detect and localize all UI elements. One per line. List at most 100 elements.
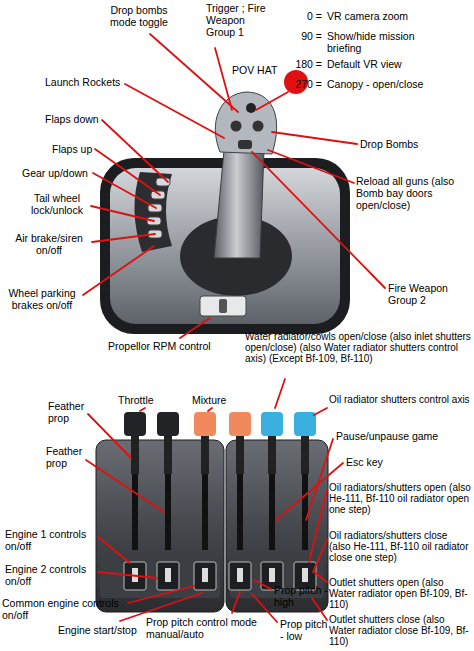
leader-line xyxy=(314,408,327,415)
callout-label: Gear up/down xyxy=(22,167,102,179)
leader-line xyxy=(313,540,327,572)
callout-label: Throttle xyxy=(118,394,178,406)
leader-line xyxy=(180,318,210,338)
leader-line xyxy=(98,572,157,578)
leader-line xyxy=(268,150,354,183)
head-button xyxy=(231,121,242,132)
callout-label: Prop pitch - high xyxy=(274,584,328,608)
rpm-slider xyxy=(200,296,246,316)
callout-label: Engine 2 controls on/off xyxy=(5,563,101,587)
leader-line xyxy=(140,408,145,411)
callout-label: Pause/unpause game xyxy=(336,430,456,442)
slider-knob xyxy=(219,299,227,313)
callout-label: Wheel parking brakes on/off xyxy=(2,287,82,311)
leader-line xyxy=(91,206,154,221)
leader-line xyxy=(306,439,333,520)
leader-line xyxy=(256,92,288,110)
key-number: 0 = xyxy=(286,10,322,22)
switch-toggle xyxy=(165,568,171,582)
stick-shaft xyxy=(214,150,264,258)
callout-label: Launch Rockets xyxy=(45,76,135,88)
leader-line xyxy=(309,490,327,562)
callout-label: Water radiator/cowls open/close (also in… xyxy=(245,331,471,364)
callout-label: Feather prop xyxy=(46,445,88,469)
callout-label: Outlet shutters close (also Water radiat… xyxy=(329,614,471,647)
mixture-handle xyxy=(229,412,251,436)
callout-label: Mixture xyxy=(192,394,252,406)
callout-label: Tail wheel lock/unlock xyxy=(25,192,89,216)
leader-line xyxy=(215,48,232,110)
leader-line xyxy=(92,234,155,242)
callout-label: Fire Weapon Group 2 xyxy=(388,282,460,306)
toggle-switch xyxy=(194,562,216,590)
switch-toggle xyxy=(302,568,308,582)
leader-line xyxy=(312,598,327,620)
lever-arm xyxy=(236,434,244,474)
leader-line xyxy=(254,580,271,589)
leader-line xyxy=(88,414,131,458)
callout-label: Propellor RPM control xyxy=(108,340,238,352)
base-button xyxy=(151,191,165,199)
callout-label: Drop bombs mode toggle xyxy=(106,4,172,28)
mixture-handle xyxy=(194,412,216,436)
stick-head xyxy=(215,92,276,154)
leader-line xyxy=(125,84,224,138)
leader-line xyxy=(86,460,164,512)
callout-label: Drop Bombs xyxy=(360,138,440,150)
callout-label: Flaps down xyxy=(45,113,115,125)
callout-label: Reload all guns (also Bomb bay doors ope… xyxy=(356,175,470,211)
leader-line xyxy=(272,132,357,144)
callout-label: Default VR view xyxy=(327,58,467,70)
callout-label: Esc key xyxy=(346,456,406,468)
switch-toggle xyxy=(269,568,275,582)
pov-hat xyxy=(246,103,256,113)
leader-line xyxy=(102,120,168,182)
leader-line xyxy=(232,592,240,613)
leader-line xyxy=(98,537,130,563)
radiator-handle xyxy=(294,412,316,436)
leader-line xyxy=(83,246,154,295)
key-number: 270 = xyxy=(286,78,322,90)
callout-label: Feather prop xyxy=(48,400,90,424)
button-strip xyxy=(134,172,172,252)
callout-label: Oil radiators/shutters open (also He-111… xyxy=(329,482,471,515)
leader-line xyxy=(252,152,385,288)
head-button xyxy=(253,121,264,132)
callout-label: Oil radiator shutters control axis xyxy=(329,394,471,405)
lever-arm xyxy=(268,434,276,474)
lever-arm xyxy=(201,434,209,474)
radiator-handle xyxy=(261,412,283,436)
callout-label: Common engine controls on/off xyxy=(2,597,128,621)
toggle-switch xyxy=(229,562,251,590)
switch-toggle xyxy=(202,568,208,582)
key-number: 180 = xyxy=(286,58,322,70)
callout-label: Trigger ; Fire Weapon Group 1 xyxy=(206,2,272,38)
switch-panel xyxy=(100,556,220,598)
callout-label: Flaps up xyxy=(52,143,112,155)
leader-line xyxy=(128,586,194,603)
leader-line xyxy=(95,149,160,195)
callout-label: Engine 1 controls on/off xyxy=(5,528,101,552)
lever-arm xyxy=(301,434,309,474)
lever-arm xyxy=(164,434,172,474)
throttle-handle xyxy=(157,412,179,436)
leader-line xyxy=(314,572,327,582)
callout-label: Prop pitch - low xyxy=(280,618,330,642)
callout-label: VR camera zoom xyxy=(327,10,467,22)
thumb-button xyxy=(238,140,252,149)
leader-line xyxy=(93,173,156,208)
leader-line xyxy=(208,408,212,411)
callout-label: Canopy - open/close xyxy=(327,78,467,90)
lever-arm xyxy=(131,434,139,474)
throttle-handle xyxy=(124,412,146,436)
leader-line xyxy=(150,34,238,112)
key-number: 90 = xyxy=(286,30,322,42)
leader-line xyxy=(275,379,285,408)
callout-label: Show/hide mission briefing xyxy=(327,30,427,54)
callout-label: POV HAT xyxy=(232,64,292,76)
toggle-switch xyxy=(157,562,179,590)
callout-label: Outlet shutters open (also Water radiato… xyxy=(329,577,471,610)
switch-toggle xyxy=(237,568,243,582)
